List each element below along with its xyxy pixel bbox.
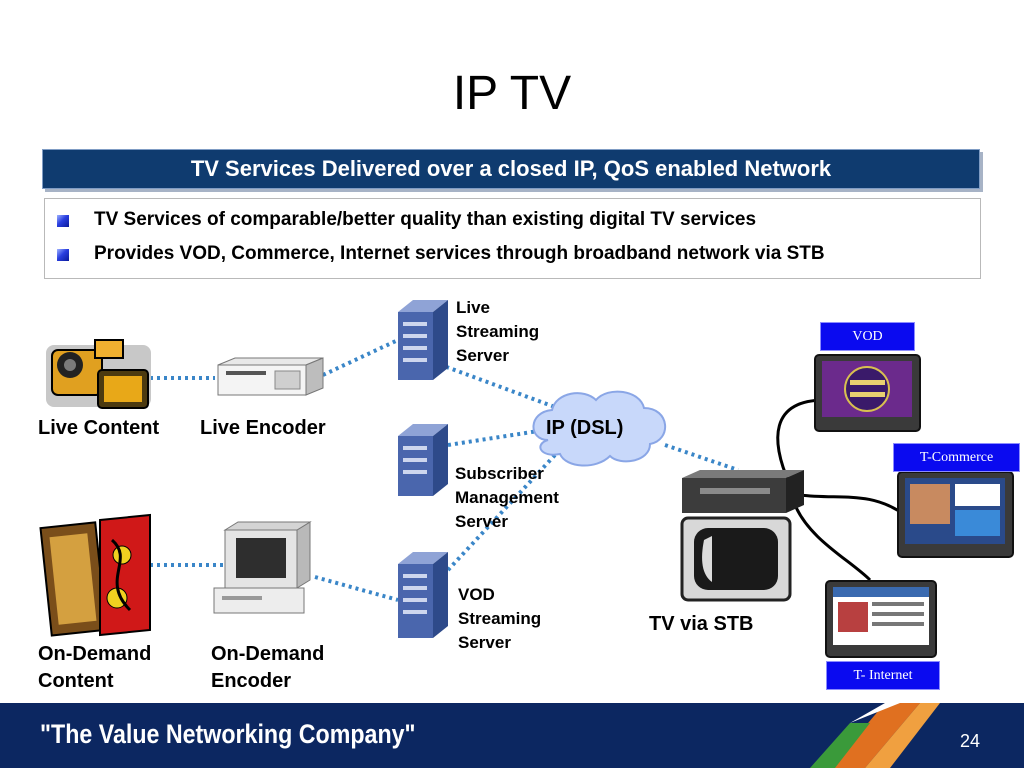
- subscriber-server-label-line1: Subscriber: [455, 464, 544, 483]
- square-bullet-icon: [57, 249, 69, 261]
- cable-to-vod-tv: [776, 398, 826, 486]
- bullet-text: Provides VOD, Commerce, Internet service…: [94, 243, 825, 264]
- tinternet-tv-icon: [825, 580, 937, 658]
- connector-lines: [150, 338, 739, 602]
- connector-live-server-cloud: [432, 360, 564, 412]
- cable-to-tinternet-tv: [793, 504, 872, 582]
- ondemand-encoder-label-line1: On-Demand: [211, 643, 325, 665]
- live-server-label-line3: Server: [456, 346, 509, 365]
- live-encoder-icon: [217, 357, 324, 396]
- connector-sub-server-cloud: [447, 428, 546, 447]
- vod-server-label-line3: Server: [458, 633, 511, 652]
- tcommerce-tv-icon: [897, 471, 1014, 558]
- tv-via-stb-label: TV via STB: [649, 613, 754, 635]
- live-server-label-line2: Streaming: [456, 322, 540, 341]
- slide-title: IP TV: [452, 67, 572, 120]
- subscriber-server-label-line3: Server: [455, 512, 508, 531]
- vod-tag: VOD: [820, 322, 915, 351]
- ondemand-content-label-line1: On-Demand: [38, 643, 152, 665]
- connector-encoder-vod-server: [314, 575, 399, 602]
- headline-banner: TV Services Delivered over a closed IP, …: [42, 149, 980, 189]
- vod-server-icon: [398, 552, 448, 638]
- live-streaming-server-icon: [398, 300, 448, 380]
- connector-vod-server-cloud: [446, 453, 557, 572]
- camcorder-icon: [46, 339, 151, 409]
- bullet-text: TV Services of comparable/better quality…: [94, 209, 757, 230]
- cloud-icon: [532, 390, 667, 467]
- set-top-box-icon: [682, 470, 804, 513]
- square-bullet-icon: [57, 215, 69, 227]
- ondemand-content-label-line2: Content: [38, 670, 114, 692]
- logo-swoosh-icon: [810, 703, 940, 768]
- vod-server-label-line1: VOD: [458, 585, 495, 604]
- subscriber-server-icon: [398, 424, 448, 496]
- connector-encoder-live-server: [322, 338, 399, 377]
- vod-tv-icon: [814, 354, 921, 432]
- footer-bar: "The Value Networking Company" 24: [0, 703, 1024, 768]
- page-number: 24: [960, 731, 981, 751]
- vod-server-label-line2: Streaming: [458, 609, 542, 628]
- film-reel-icon: [39, 513, 151, 637]
- bullet-box: TV Services of comparable/better quality…: [44, 198, 981, 279]
- live-content-label: Live Content: [38, 417, 160, 439]
- live-encoder-label: Live Encoder: [200, 417, 326, 439]
- tinternet-tag: T- Internet: [826, 661, 940, 690]
- cable-to-tcommerce-tv: [799, 493, 906, 517]
- tcommerce-tag: T-Commerce: [893, 443, 1020, 472]
- subscriber-server-label-line2: Management: [455, 488, 559, 507]
- ondemand-encoder-icon: [213, 521, 312, 614]
- main-tv-icon: [680, 516, 792, 602]
- live-server-label-line1: Live: [456, 298, 491, 317]
- ip-cloud-label: IP (DSL): [546, 417, 624, 439]
- footer-slogan: "The Value Networking Company": [40, 719, 416, 749]
- ondemand-encoder-label-line2: Encoder: [211, 670, 292, 692]
- tv-cables: [776, 398, 906, 582]
- connector-cloud-stb: [664, 443, 739, 472]
